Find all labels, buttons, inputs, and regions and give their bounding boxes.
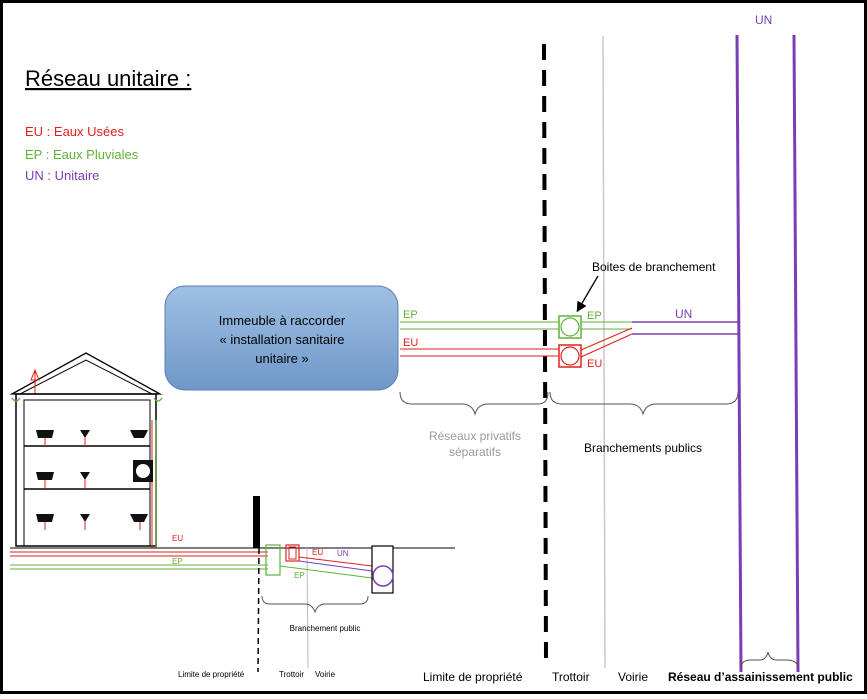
ep-box-label: EP xyxy=(587,310,602,322)
property-limit-line xyxy=(542,43,548,659)
house-illustration xyxy=(9,352,163,548)
brace-private xyxy=(399,391,549,416)
small-property-limit xyxy=(257,547,260,673)
voirie-small-label: Voirie xyxy=(315,670,336,679)
un-main-label: UN xyxy=(675,307,692,321)
small-collector-pipe xyxy=(372,565,394,587)
reseau-public-label: Réseau d’assainissement public xyxy=(668,670,853,684)
small-eu-box-label: EU xyxy=(312,548,323,557)
limite-big-label: Limite de propriété xyxy=(423,670,523,684)
legend-un: UN : Unitaire xyxy=(25,168,99,183)
eu-inspection-box xyxy=(558,344,582,368)
small-eu-label: EU xyxy=(172,534,183,543)
small-eu-out xyxy=(298,556,373,567)
legend-ep: EP : Eaux Pluviales xyxy=(25,147,139,162)
eu-merge-bottom xyxy=(580,333,633,358)
small-ep-box xyxy=(265,544,281,576)
brace-public xyxy=(549,391,739,416)
branchement-public-label: Branchement public xyxy=(290,624,361,633)
ep-inspection-circle xyxy=(560,317,580,337)
eu-merge-top xyxy=(580,327,633,351)
boites-arrow xyxy=(576,275,599,313)
public-network-brace xyxy=(740,651,799,669)
building-box xyxy=(164,285,399,391)
small-ep-box-label: EP xyxy=(294,571,305,580)
public-pipe-left xyxy=(735,34,743,673)
eu-inspection-circle xyxy=(560,346,580,366)
small-un-label: UN xyxy=(337,549,349,558)
legend-eu: EU : Eaux Usées xyxy=(25,124,124,139)
small-brace xyxy=(261,595,369,614)
trottoir-big-label: Trottoir xyxy=(552,670,590,684)
reseaux-privatifs-line1: Réseaux privatifs xyxy=(429,429,521,443)
diagram-title: Réseau unitaire : xyxy=(25,66,191,91)
small-collector-box xyxy=(371,545,394,594)
small-ep-label: EP xyxy=(172,557,183,566)
un-top-label: UN xyxy=(755,13,772,27)
ep-main-label: EP xyxy=(403,309,418,321)
small-voirie-line xyxy=(306,547,309,669)
branchements-publics-label: Branchements publics xyxy=(584,441,702,455)
small-eu-box xyxy=(285,544,300,562)
boites-label: Boites de branchement xyxy=(592,260,716,274)
building-label-1: Immeuble à raccorder xyxy=(219,313,346,328)
voirie-line xyxy=(602,35,606,669)
reseaux-privatifs-line2: séparatifs xyxy=(449,445,501,459)
limite-small-label: Limite de propriété xyxy=(178,670,245,679)
public-pipe-right xyxy=(792,34,800,673)
building-label-3: unitaire » xyxy=(255,351,308,366)
eu-box-label: EU xyxy=(587,358,602,370)
small-wall xyxy=(253,496,260,548)
small-eu-inner xyxy=(288,546,297,560)
eu-main-label: EU xyxy=(403,337,418,349)
voirie-big-label: Voirie xyxy=(618,670,648,684)
trottoir-small-label: Trottoir xyxy=(279,670,304,679)
small-un-out xyxy=(298,560,373,572)
small-ep-out xyxy=(279,565,373,579)
ep-inspection-box xyxy=(558,315,582,339)
building-label-2: « installation sanitaire xyxy=(219,332,344,347)
